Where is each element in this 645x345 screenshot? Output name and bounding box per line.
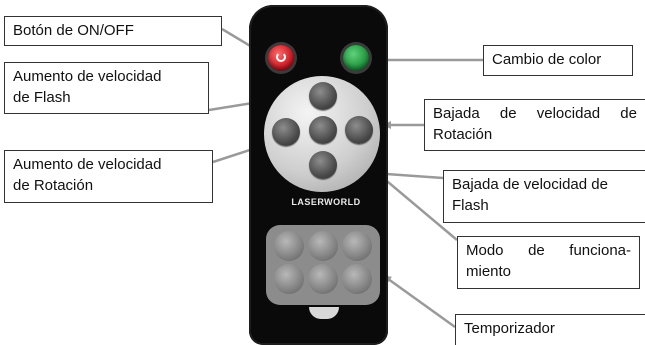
label-mode: Modo de funciona- miento <box>457 236 640 289</box>
mode-pad-button[interactable] <box>309 116 337 144</box>
rotation-up-pad-button[interactable] <box>272 118 300 146</box>
remote-bottom-tab <box>309 307 339 319</box>
label-rotation-down: Bajada de velocidad de Rotación <box>424 99 645 151</box>
label-power: Botón de ON/OFF <box>4 16 222 46</box>
timer-button-1[interactable] <box>274 231 304 261</box>
timer-button-4[interactable] <box>274 264 304 294</box>
flash-up-pad-button[interactable] <box>309 82 337 110</box>
flash-down-pad-button[interactable] <box>309 151 337 179</box>
timer-button-6[interactable] <box>342 264 372 294</box>
label-timer: Temporizador <box>455 314 645 345</box>
arrow-timer <box>383 274 456 329</box>
timer-button-5[interactable] <box>308 264 338 294</box>
timer-button-2[interactable] <box>308 231 338 261</box>
timer-button-3[interactable] <box>342 231 372 261</box>
label-rotation-up: Aumento de velocidad de Rotación <box>4 150 213 203</box>
label-flash-up: Aumento de velocidad de Flash <box>4 62 209 114</box>
brand-logo: LASERWORLD <box>291 197 361 207</box>
rotation-down-pad-button[interactable] <box>345 116 373 144</box>
power-button[interactable] <box>268 45 294 71</box>
label-color-change: Cambio de color <box>483 45 633 76</box>
color-change-button[interactable] <box>343 45 369 71</box>
label-flash-down: Bajada de velocidad de Flash <box>443 170 645 223</box>
